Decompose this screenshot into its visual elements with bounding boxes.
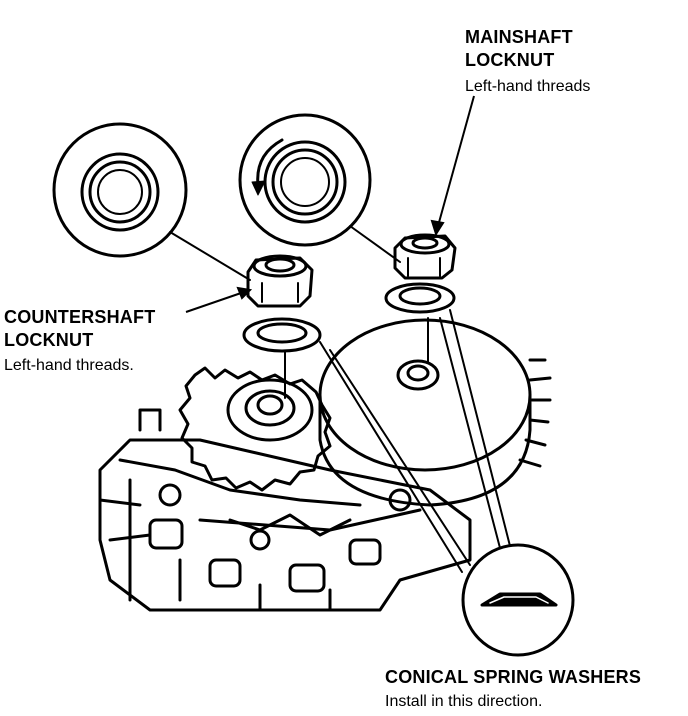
washers-label-note: Install in this direction. [385, 693, 543, 710]
countershaft-detail-circle [52, 122, 251, 281]
countershaft-locknut [246, 254, 314, 308]
countershaft-label-line1: COUNTERSHAFT [4, 307, 156, 327]
countershaft-label-note: Left-hand threads. [4, 357, 134, 374]
mainshaft-gear [318, 317, 552, 507]
countershaft-gear [178, 351, 332, 492]
mainshaft-arrow-icon [430, 219, 445, 237]
washer-detail-circle [461, 543, 575, 657]
countershaft-arrow-icon [236, 286, 253, 300]
mainshaft-label-note: Left-hand threads [465, 78, 591, 95]
washer-leader-lines [319, 309, 511, 573]
washers-label-line1: CONICAL SPRING WASHERS [385, 667, 642, 687]
mainshaft-label-line2: LOCKNUT [465, 50, 555, 70]
countershaft-label-line2: LOCKNUT [4, 330, 94, 350]
transmission-housing [98, 408, 472, 612]
countershaft-washer [242, 317, 322, 353]
mainshaft-detail-leader [349, 225, 401, 263]
mainshaft-detail-circle [238, 113, 372, 247]
mainshaft-locknut [393, 233, 457, 280]
mainshaft-washer [384, 282, 456, 314]
label-arrows [185, 95, 475, 313]
rotation-arrow-icon [251, 180, 266, 196]
mainshaft-label-line1: MAINSHAFT [465, 27, 573, 47]
